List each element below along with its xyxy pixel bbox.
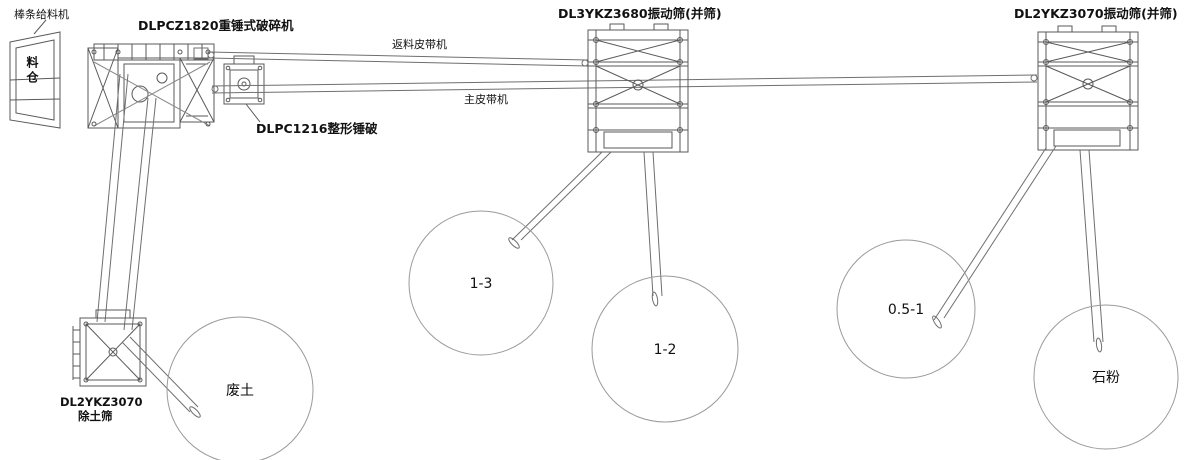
screen2-chute-right — [1079, 149, 1104, 353]
shaper-label: DLPC1216整形锤破 — [256, 121, 378, 136]
screen1-chute-left — [508, 151, 612, 249]
screen1-chute-right — [643, 151, 663, 307]
hammer-crusher — [87, 43, 215, 129]
output-circle-powder — [1033, 304, 1179, 450]
output-label-powder: 石粉 — [1092, 370, 1120, 386]
screen1-label: DL3YKZ3680振动筛(并筛) — [558, 6, 722, 21]
vibrating-screen-1 — [587, 23, 689, 153]
shaper-leader-line — [245, 103, 261, 123]
output-label-waste: 废土 — [226, 383, 254, 399]
screen2-label: DL2YKZ3070振动筛(并筛) — [1014, 6, 1178, 21]
output-circles — [166, 210, 1179, 460]
chute-to-soil-screen — [96, 73, 157, 331]
crusher-label: DLPCZ1820重锤式破碎机 — [138, 18, 294, 33]
output-label-1-2: 1-2 — [654, 342, 677, 358]
bar-feeder-hopper — [9, 19, 61, 129]
soil-screen-name-label: 除土筛 — [78, 409, 113, 423]
output-circle-waste — [166, 316, 314, 460]
screen2-chute-left — [932, 145, 1057, 329]
output-label-0-5-1: 0.5-1 — [888, 302, 924, 318]
soil-screen-model-label: DL2YKZ3070 — [60, 395, 142, 409]
return-belt-conveyor — [193, 47, 589, 67]
shaping-crusher — [223, 55, 265, 123]
hopper-label: 料仓 — [25, 56, 39, 86]
feeder-label: 棒条给料机 — [14, 7, 69, 21]
output-label-1-3: 1-3 — [470, 276, 493, 292]
vibrating-screen-2 — [1037, 25, 1139, 151]
return-belt-label: 返料皮带机 — [392, 37, 447, 51]
output-circle-1-2 — [591, 275, 739, 423]
main-belt-label: 主皮带机 — [464, 92, 508, 106]
output-circle-1-3 — [408, 210, 554, 356]
chute-to-waste — [121, 336, 201, 418]
feeder-leader-line — [33, 19, 47, 35]
output-circle-0-5-1 — [836, 239, 976, 379]
soil-removal-screen — [72, 309, 147, 387]
main-belt-conveyor — [211, 74, 1038, 94]
